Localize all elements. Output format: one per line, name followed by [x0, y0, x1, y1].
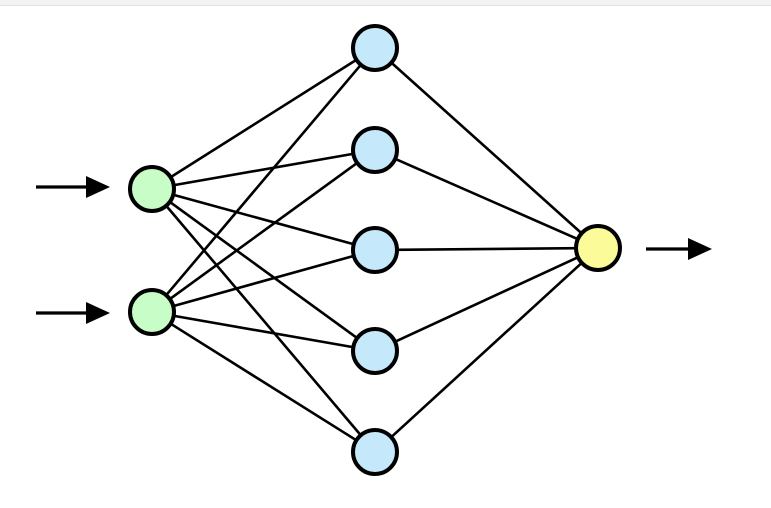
edge-h5-o1 [389, 261, 584, 439]
edge-i1-h4 [168, 200, 359, 340]
output-arrow-head [688, 238, 712, 260]
edge-i2-h4 [172, 314, 355, 349]
edge-h3-o1 [395, 246, 578, 252]
edge-i1-h3 [171, 193, 356, 246]
nodes-group [128, 24, 622, 476]
input-arrow-top [36, 176, 110, 198]
edge-i2-h5 [169, 322, 358, 442]
edges-group [164, 58, 584, 442]
node-h5[interactable] [351, 428, 399, 476]
input-arrow-bottom-head [86, 302, 110, 324]
node-i1[interactable] [128, 165, 176, 213]
node-o1[interactable] [574, 224, 622, 272]
edge-i2-h1 [164, 63, 363, 297]
node-h1[interactable] [351, 24, 399, 72]
input-arrow-bottom [36, 302, 110, 324]
edge-i1-h1 [169, 58, 358, 179]
top-band-divider [0, 0, 771, 6]
arrows-group [36, 176, 712, 324]
output-arrow [646, 238, 712, 260]
node-h2[interactable] [351, 126, 399, 174]
edge-h4-o1 [393, 255, 580, 344]
node-h4[interactable] [351, 327, 399, 375]
edge-h1-o1 [389, 61, 584, 235]
edge-i1-h2 [172, 152, 355, 187]
edge-i2-h3 [171, 254, 356, 308]
edge-i2-h2 [168, 161, 359, 301]
node-h3[interactable] [351, 226, 399, 274]
node-i2[interactable] [128, 288, 176, 336]
edge-i1-h5 [164, 204, 363, 437]
input-arrow-top-head [86, 176, 110, 198]
edge-h2-o1 [393, 157, 580, 241]
